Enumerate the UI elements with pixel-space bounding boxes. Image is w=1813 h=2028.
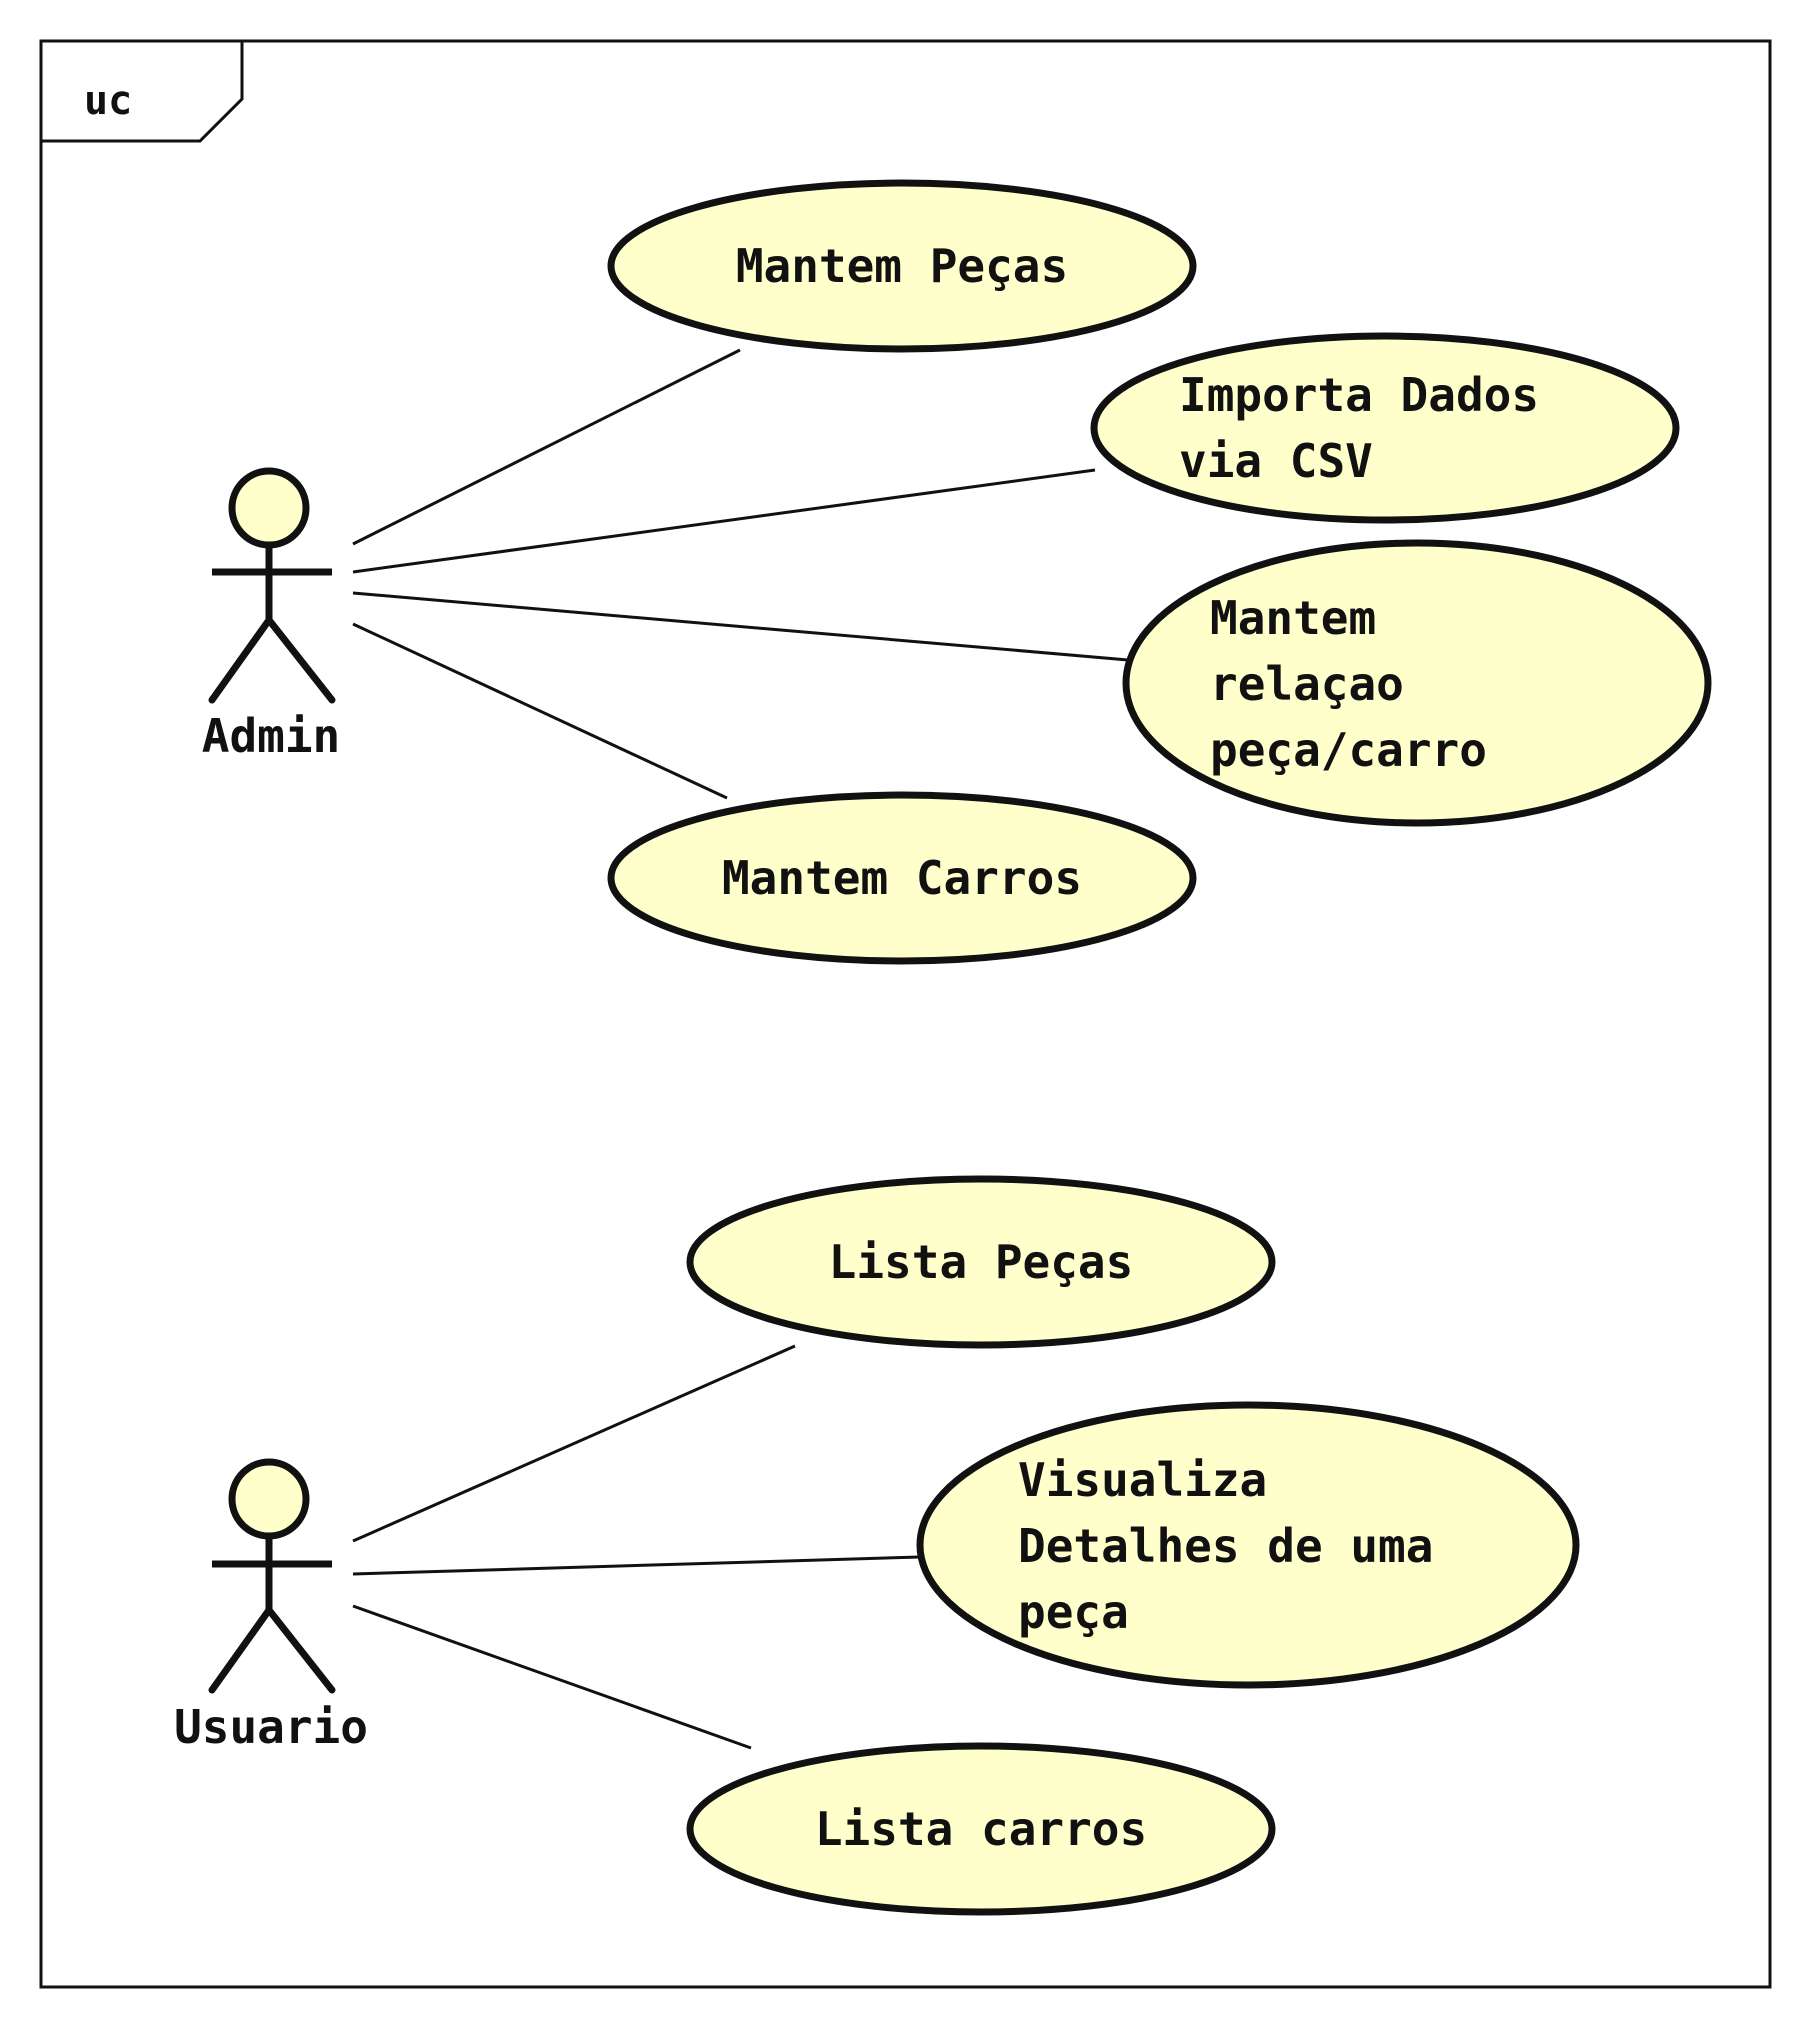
use-case-mantem-relacao-peca-carro-shape xyxy=(1122,539,1712,827)
use-case-importa-dados-csv-label-line-2: via CSV xyxy=(1179,434,1373,488)
use-case-mantem-carros-label: Mantem Carros xyxy=(722,851,1082,905)
frame-tab xyxy=(41,41,244,143)
use-case-mantem-carros-shape xyxy=(607,791,1197,965)
use-case-visualiza-detalhes-label-line-2: Detalhes de uma xyxy=(1018,1519,1433,1573)
use-case-visualiza-detalhes-label-line-1: Visualiza xyxy=(1018,1453,1267,1507)
use-case-visualiza-detalhes-peca-shape xyxy=(916,1401,1580,1689)
actor-admin-label: Admin xyxy=(202,709,340,763)
use-case-lista-carros[interactable]: Lista carros xyxy=(686,1742,1276,1916)
use-case-mantem-relacao-label-line-2: relaçao xyxy=(1210,657,1404,711)
use-case-lista-pecas-label: Lista Peças xyxy=(829,1235,1134,1289)
use-case-lista-pecas[interactable]: Lista Peças xyxy=(686,1175,1276,1349)
use-case-mantem-pecas-label: Mantem Peças xyxy=(736,239,1068,293)
use-case-lista-pecas-shape xyxy=(686,1175,1276,1349)
actor-usuario[interactable] xyxy=(208,1458,336,1694)
use-case-visualiza-detalhes-label-line-3: peça xyxy=(1018,1585,1129,1639)
association-admin-mantem-relacao[interactable] xyxy=(352,591,1129,662)
use-case-mantem-pecas[interactable]: Mantem Peças xyxy=(607,179,1197,353)
use-case-importa-dados-csv-shape xyxy=(1090,332,1680,524)
association-admin-importa-dados[interactable] xyxy=(352,468,1096,574)
actor-usuario-head xyxy=(228,1458,310,1540)
association-admin-mantem-pecas[interactable] xyxy=(352,348,741,546)
actor-admin-head xyxy=(228,467,310,549)
association-admin-mantem-carros[interactable] xyxy=(352,622,728,800)
use-case-mantem-pecas-shape xyxy=(607,179,1197,353)
use-case-mantem-relacao-label-line-1: Mantem xyxy=(1210,591,1376,645)
associations xyxy=(352,348,1129,1750)
use-case-lista-carros-shape xyxy=(686,1742,1276,1916)
use-case-importa-dados-csv[interactable]: Importa Dados via CSV xyxy=(1090,332,1680,524)
actor-usuario-right-leg xyxy=(265,1606,336,1694)
use-case-lista-carros-label: Lista carros xyxy=(815,1802,1147,1856)
association-usuario-lista-carros[interactable] xyxy=(352,1604,752,1750)
use-case-visualiza-detalhes-peca[interactable]: Visualiza Detalhes de uma peça xyxy=(916,1401,1580,1689)
use-case-mantem-carros[interactable]: Mantem Carros xyxy=(607,791,1197,965)
use-case-mantem-relacao-peca-carro[interactable]: Mantem relaçao peça/carro xyxy=(1122,539,1712,827)
actor-admin-right-leg xyxy=(265,616,336,704)
frame-label: uc xyxy=(84,78,132,124)
use-case-importa-dados-csv-label-line-1: Importa Dados xyxy=(1179,368,1539,422)
association-usuario-lista-pecas[interactable] xyxy=(352,1344,796,1543)
actor-admin-left-leg xyxy=(208,616,273,704)
use-case-mantem-relacao-label-line-3: peça/carro xyxy=(1210,723,1487,777)
association-usuario-visualiza-detalhes[interactable] xyxy=(352,1555,921,1576)
actor-usuario-label: Usuario xyxy=(174,1700,368,1754)
actor-usuario-left-leg xyxy=(208,1606,273,1694)
actor-admin[interactable] xyxy=(208,467,336,704)
